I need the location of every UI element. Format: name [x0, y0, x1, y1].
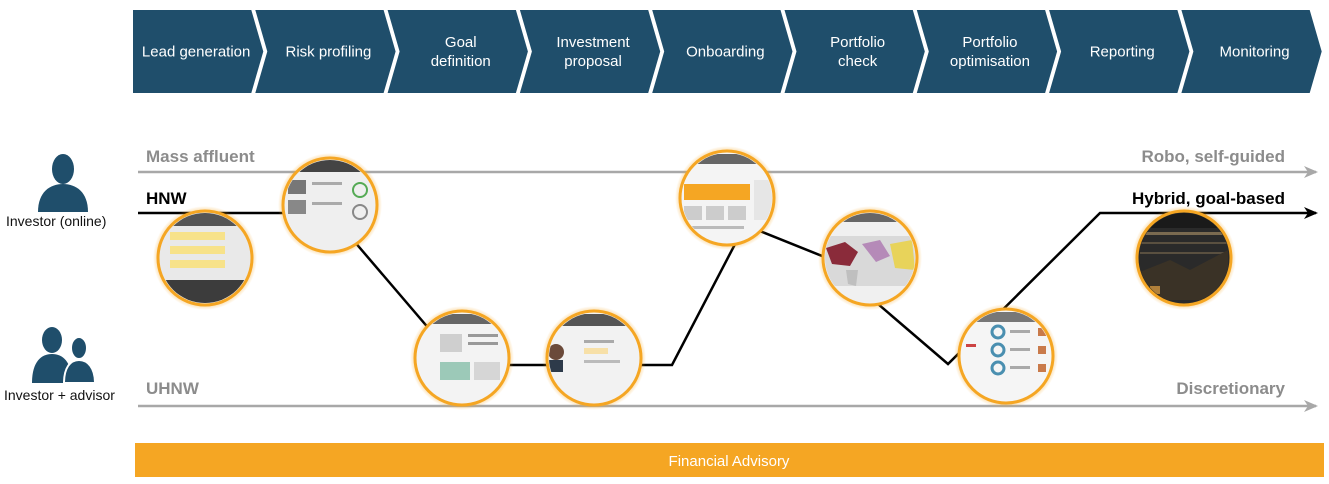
monitoring-screenshot [1132, 206, 1236, 310]
process-step-chevron [1049, 10, 1190, 93]
process-step-label: Monitoring [1220, 44, 1290, 61]
investor-online-label: Investor (online) [6, 213, 106, 229]
process-step: Onboarding [652, 10, 793, 93]
process-step-chevron [784, 10, 925, 93]
process-step: Reporting [1049, 10, 1190, 93]
lead-generation-screenshot [153, 206, 257, 310]
hnw-label: HNW [146, 189, 188, 208]
mass-affluent-label: Mass affluent [146, 147, 255, 166]
process-step: Monitoring [1181, 10, 1322, 93]
process-step-label: Onboarding [686, 44, 764, 61]
process-step-chevron [916, 10, 1058, 93]
uhnw-label: UHNW [146, 379, 200, 398]
risk-profiling-screenshot [278, 153, 382, 257]
process-step-chevron [652, 10, 793, 93]
process-step: Goal definition [387, 10, 528, 93]
process-step-label: Portfolio [962, 34, 1017, 51]
process-step-chevron [387, 10, 528, 93]
investment-proposal-screenshot [542, 306, 646, 410]
process-steps: Lead generation Risk profiling Goal definit… [133, 10, 1322, 93]
goal-definition-screenshot [410, 306, 514, 410]
investor-advisor-label: Investor + advisor [4, 387, 115, 403]
onboarding-screenshot [675, 146, 779, 250]
hybrid-goal-based-label: Hybrid, goal-based [1132, 189, 1285, 208]
process-step-label: Risk profiling [286, 44, 372, 61]
process-step-label: Goal [445, 34, 477, 51]
portfolio-optimisation-screenshot [954, 304, 1058, 408]
person-icon [38, 154, 88, 212]
process-step: Risk profiling [255, 10, 396, 93]
process-step-label: check [838, 53, 878, 70]
process-step: Investment proposal [519, 10, 661, 93]
financial-advisory-label: Financial Advisory [669, 453, 790, 470]
process-step-label: proposal [564, 53, 622, 70]
process-step-chevron [133, 10, 264, 93]
financial-advisory-bar [135, 443, 1324, 477]
two-people-icon [32, 327, 97, 384]
process-step-label: Investment [556, 34, 630, 51]
process-step: Lead generation [133, 10, 264, 93]
process-step: Portfolio optimisation [916, 10, 1058, 93]
process-step-label: Portfolio [830, 34, 885, 51]
process-step-label: Reporting [1090, 44, 1155, 61]
process-step-chevron [519, 10, 661, 93]
process-step-label: definition [431, 53, 491, 70]
robo-self-guided-label: Robo, self-guided [1141, 147, 1285, 166]
process-step-chevron [1181, 10, 1322, 93]
process-step: Portfolio check [784, 10, 925, 93]
portfolio-check-screenshot [818, 206, 922, 310]
process-step-label: optimisation [950, 53, 1030, 70]
discretionary-label: Discretionary [1176, 379, 1285, 398]
process-step-chevron [255, 10, 396, 93]
process-step-label: Lead generation [142, 44, 250, 61]
